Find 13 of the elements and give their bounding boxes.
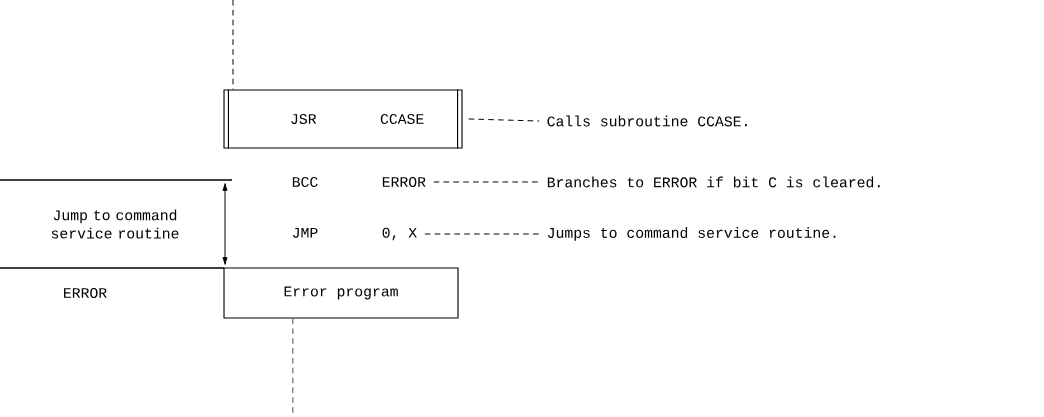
comment-text: Calls subroutine CCASE. xyxy=(547,115,747,127)
routine-label: ERROR xyxy=(64,288,107,298)
span-label: Jump to command service routine xyxy=(51,209,179,239)
flow-line xyxy=(232,0,234,90)
subroutine-box: JSR CCASE xyxy=(223,88,463,150)
process-box: Error program xyxy=(223,267,459,319)
code-line: JMP 0, X xyxy=(292,227,417,241)
leader-line xyxy=(424,233,540,235)
comment-text: Jumps to command service routine. xyxy=(547,227,836,241)
leader-line xyxy=(468,118,540,122)
code-line: BCC ERROR xyxy=(292,177,426,187)
leader-line xyxy=(433,181,540,183)
comment-text: Branches to ERROR if bit C is cleared. xyxy=(547,176,880,188)
